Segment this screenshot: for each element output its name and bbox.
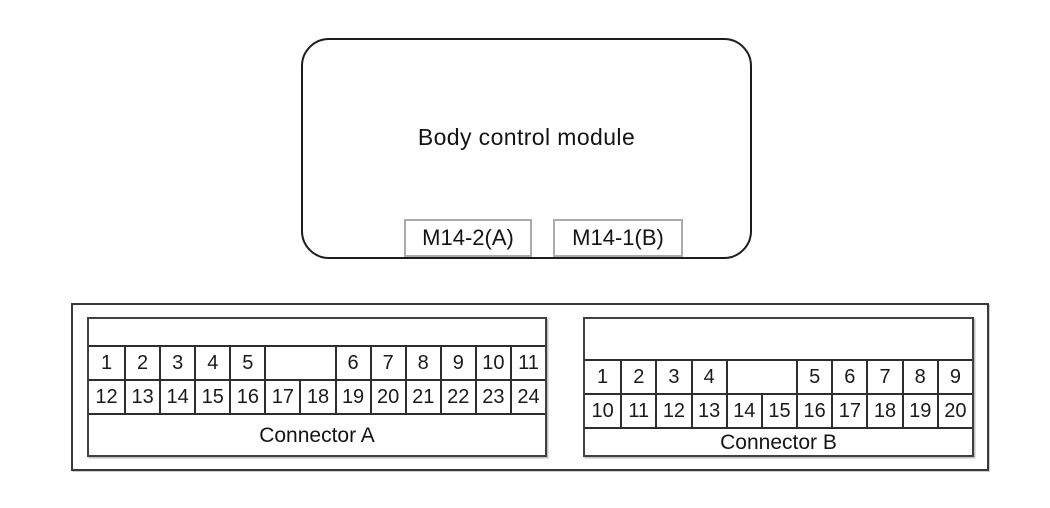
pin-cell-3: 3 (159, 347, 194, 379)
pin-cell-18: 18 (866, 395, 901, 427)
pin-cell-12: 12 (655, 395, 690, 427)
pin-cell-5: 5 (229, 347, 264, 379)
pin-cell-9: 9 (439, 347, 475, 379)
module-title: Body control module (417, 124, 636, 150)
pin-cell-6: 6 (831, 361, 866, 393)
pin-cell-1: 1 (597, 365, 609, 388)
pin-cell-7: 7 (866, 361, 901, 393)
pin-cell-5: 5 (796, 361, 831, 393)
pin-cell-7: 7 (369, 347, 405, 379)
connector-b-header-strip (585, 319, 972, 361)
pin-cell-2: 2 (620, 361, 655, 393)
pin-cell-14: 14 (725, 395, 761, 427)
connector-a-header-strip (89, 319, 545, 347)
connector-a-label: Connector A (89, 413, 545, 455)
pin-cell-16: 16 (229, 381, 264, 413)
pin-gap-cell (725, 361, 796, 393)
pin-cell-11: 11 (509, 347, 545, 379)
pin-cell-16: 16 (796, 395, 831, 427)
pin-cell-13: 13 (124, 381, 159, 413)
pin-cell-19: 19 (334, 381, 370, 413)
pin-cell-22: 22 (439, 381, 475, 413)
pin-cell-9: 9 (936, 361, 972, 393)
pin-cell-6: 6 (334, 347, 370, 379)
pin-cell-3: 3 (655, 361, 690, 393)
pin-cell-24: 24 (509, 381, 545, 413)
pin-cell-19: 19 (901, 395, 937, 427)
pin-cell-2: 2 (124, 347, 159, 379)
pin-cell-17: 17 (264, 381, 299, 413)
pin-cell-14: 14 (159, 381, 194, 413)
pin-cell-10: 10 (474, 347, 510, 379)
connector-tag-m14-2a: M14-2(A) (404, 219, 532, 257)
pin-cell-4: 4 (690, 361, 726, 393)
pin-cell-12: 12 (95, 385, 118, 408)
pin-cell-8: 8 (404, 347, 440, 379)
connector-b-label: Connector B (585, 427, 972, 455)
pin-gap-cell (264, 347, 334, 379)
pin-cell-20: 20 (936, 395, 972, 427)
pin-cell-18: 18 (299, 381, 334, 413)
pin-cell-15: 15 (194, 381, 229, 413)
body-control-module-box: Body control module M14-2(A) M14-1(B) (301, 38, 752, 259)
pin-cell-20: 20 (369, 381, 405, 413)
pin-cell-11: 11 (620, 395, 655, 427)
pin-cell-4: 4 (194, 347, 229, 379)
pin-cell-13: 13 (690, 395, 726, 427)
pin-cell-17: 17 (831, 395, 866, 427)
pin-cell-15: 15 (760, 395, 796, 427)
pin-cell-21: 21 (404, 381, 440, 413)
pin-cell-10: 10 (591, 399, 614, 422)
connector-tag-m14-1b: M14-1(B) (553, 219, 683, 257)
pin-cell-8: 8 (901, 361, 937, 393)
pin-cell-23: 23 (474, 381, 510, 413)
pin-cell-1: 1 (100, 351, 113, 374)
